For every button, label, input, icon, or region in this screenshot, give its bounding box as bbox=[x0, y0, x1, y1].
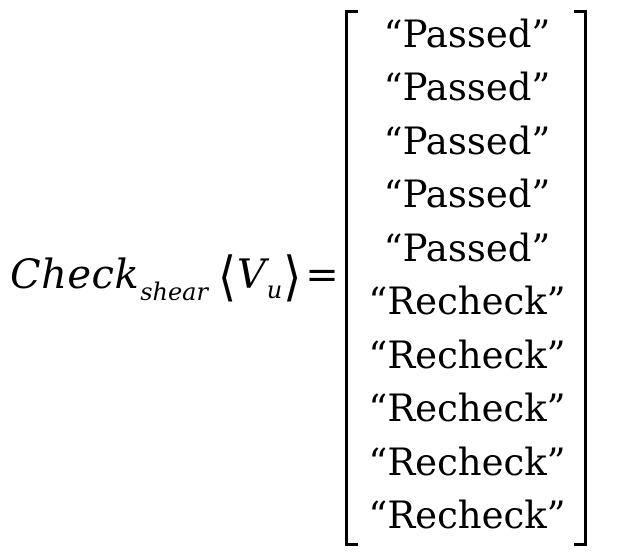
vector-entry: “Passed” bbox=[383, 119, 551, 163]
result-column-vector: “Passed” “Passed” “Passed” “Passed” “Pas… bbox=[360, 12, 574, 539]
equation-left-hand-side: Check shear ⟨ V u ⟩ = bbox=[10, 244, 339, 308]
right-angle-bracket: ⟩ bbox=[283, 244, 302, 308]
matrix-left-bracket bbox=[345, 10, 358, 546]
vector-entry: “Passed” bbox=[383, 173, 551, 217]
function-subscript: shear bbox=[140, 278, 208, 306]
left-angle-bracket: ⟨ bbox=[217, 244, 236, 308]
matrix-right-bracket bbox=[574, 10, 587, 546]
argument-variable: V bbox=[236, 252, 266, 298]
vector-entry: “Recheck” bbox=[368, 493, 566, 537]
vector-entry: “Recheck” bbox=[368, 280, 566, 324]
vector-entry: “Recheck” bbox=[368, 387, 566, 431]
function-name: Check bbox=[10, 252, 140, 298]
vector-entry: “Passed” bbox=[383, 13, 551, 56]
vector-entry: “Passed” bbox=[383, 66, 551, 110]
equals-sign: = bbox=[305, 252, 339, 298]
vector-entry: “Recheck” bbox=[368, 440, 566, 484]
vector-entry: “Recheck” bbox=[368, 333, 566, 377]
argument-subscript: u bbox=[266, 276, 283, 304]
vector-entry: “Passed” bbox=[383, 226, 551, 270]
